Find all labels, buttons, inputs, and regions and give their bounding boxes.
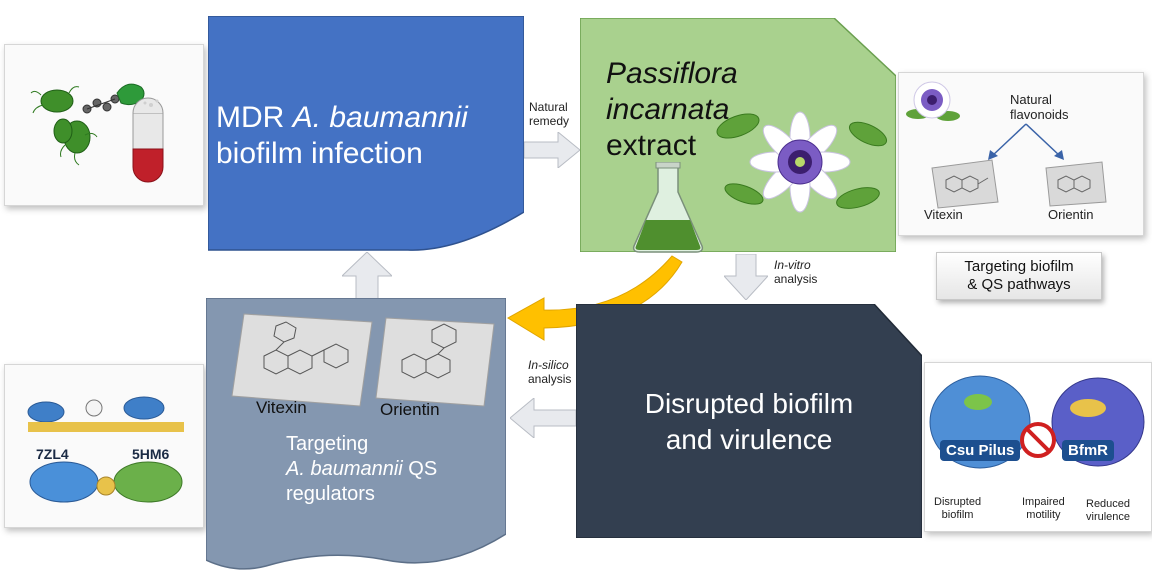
csu-pilus-label: Csu Pilus xyxy=(940,440,1021,461)
infection-title-line2: biofilm infection xyxy=(216,137,423,170)
targeting-title-line3: regulators xyxy=(286,483,375,505)
disrupted-box-title: Disrupted biofilm and virulence xyxy=(576,386,922,458)
targeting-tag-line2: & QS pathways xyxy=(967,276,1071,293)
glove-icon xyxy=(116,83,145,106)
effect2-line1: Impaired xyxy=(1022,496,1065,508)
targeting-title-plain: QS xyxy=(402,458,438,480)
flask-icon xyxy=(632,162,704,253)
targeting-title-italic: A. baumannii xyxy=(286,458,403,480)
effect3-line1: Reduced xyxy=(1086,498,1131,510)
natural-remedy-label: Natural remedy xyxy=(529,100,569,128)
orientin-small-structure xyxy=(1045,161,1107,207)
molecule-chain-icon xyxy=(82,94,120,114)
extract-title-line1: Passiflora xyxy=(606,57,738,90)
protein-label-7zl4: 7ZL4 xyxy=(36,446,69,462)
no-entry-icon xyxy=(1020,422,1056,458)
arrow-right-top xyxy=(524,132,580,168)
disrupted-box-shape xyxy=(576,304,922,538)
extract-title-line2: incarnata xyxy=(606,93,730,126)
protein-label-5hm6: 5HM6 xyxy=(132,446,170,462)
capsule-icon xyxy=(132,97,164,183)
effect2-line2: motility xyxy=(1026,509,1061,521)
vitexin-small-structure xyxy=(931,159,999,209)
in-vitro-line1: In-vitro xyxy=(774,258,811,272)
vitexin-structure-large xyxy=(231,313,373,407)
passion-flower-illustration xyxy=(716,111,888,213)
extract-title-line3: extract xyxy=(606,129,697,162)
targeting-title-line1: Targeting xyxy=(286,433,369,455)
targeting-orientin-label: Orientin xyxy=(380,400,440,419)
effect-reduced-virulence: Reduced virulence xyxy=(1086,498,1130,524)
effect3-line2: virulence xyxy=(1086,511,1131,523)
orientin-structure-large xyxy=(375,317,495,407)
in-silico-line2: analysis xyxy=(528,372,572,386)
targeting-tag-line1: Targeting biofilm xyxy=(964,258,1074,275)
bacteria-capsule-illustration xyxy=(30,83,164,183)
in-vitro-line2: analysis xyxy=(774,272,818,286)
bacteria-icon xyxy=(40,89,91,154)
yellow-curved-arrow xyxy=(507,255,683,341)
protein-structures-illustration xyxy=(27,396,184,503)
in-vitro-label: In-vitro analysis xyxy=(774,258,817,286)
flavonoids-line2: flavonoids xyxy=(1010,107,1069,122)
effect-impaired-motility: Impaired motility xyxy=(1022,496,1065,522)
bacteria-capsule-panel xyxy=(4,44,204,206)
arrow-up-feedback xyxy=(342,252,392,300)
arrow-left-insilico xyxy=(510,398,576,438)
targeting-box-title: Targeting A. baumannii QS regulators xyxy=(286,432,437,507)
infection-box-shape xyxy=(208,16,524,251)
small-flower-icon xyxy=(906,81,960,121)
natural-remedy-line1: Natural xyxy=(529,100,568,114)
protein-structures-panel xyxy=(4,364,204,528)
effect1-line1: Disrupted xyxy=(934,496,982,508)
infection-title-italic: A. baumannii xyxy=(292,101,468,134)
bfmr-label: BfmR xyxy=(1062,440,1114,461)
flavonoids-line1: Natural xyxy=(1010,92,1052,107)
flavonoid-orientin-label: Orientin xyxy=(1048,207,1094,222)
natural-flavonoids-label: Natural flavonoids xyxy=(1010,92,1069,122)
infection-title-plain: MDR xyxy=(216,101,293,134)
effect1-line2: biofilm xyxy=(941,509,974,521)
flavonoid-vitexin-label: Vitexin xyxy=(924,207,963,222)
flavonoid-branch-arrows xyxy=(988,123,1064,160)
effect-disrupted-biofilm: Disrupted biofilm xyxy=(934,496,981,522)
in-silico-line1: In-silico xyxy=(528,358,569,372)
natural-remedy-line2: remedy xyxy=(529,114,570,128)
extract-box-title: Passiflora incarnata extract xyxy=(606,56,738,164)
targeting-pathways-tag: Targeting biofilm & QS pathways xyxy=(936,252,1102,300)
disrupted-title-line1: Disrupted biofilm xyxy=(644,388,854,419)
targeting-vitexin-label: Vitexin xyxy=(256,398,307,417)
infection-box-title: MDR A. baumannii biofilm infection xyxy=(216,100,516,172)
arrow-down-invitro xyxy=(724,254,768,300)
in-silico-label: In-silico analysis xyxy=(528,358,571,386)
disrupted-title-line2: and virulence xyxy=(665,424,833,455)
